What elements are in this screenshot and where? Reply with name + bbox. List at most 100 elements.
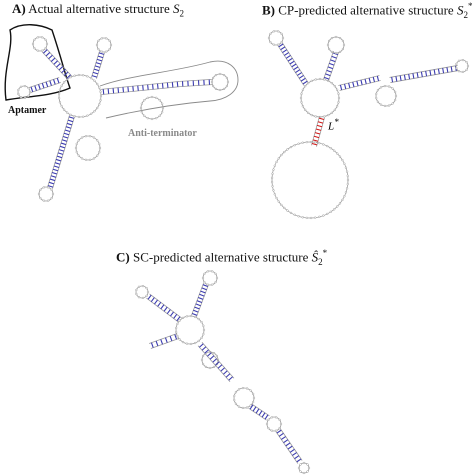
panel-b-multiloop-nt: [303, 108, 307, 111]
panel-a-multiloop-nt: [89, 77, 93, 80]
panel-b-right-bulge-nt: [375, 92, 378, 96]
panel-b-large-loop-nt: [329, 210, 332, 213]
panel-b-multiloop-nt: [323, 115, 326, 118]
panel-b-right-stem-1-base-pair: [352, 81, 355, 88]
panel-b-large-loop-nt: [345, 170, 349, 173]
panel-c-top-hairpin-nt: [215, 276, 219, 280]
panel-a-top-hairpin-nt: [97, 47, 100, 51]
panel-b-multiloop-nt: [337, 92, 340, 95]
panel-c-internal-loop-2-nt: [234, 402, 238, 406]
panel-b-multiloop-nt: [337, 101, 340, 104]
panel-b-title: B) CP-predicted alternative structure S2…: [262, 1, 473, 20]
panel-a-aptamer-stem-1-base-pair: [50, 57, 56, 62]
panel-a-aptamer-stem-1-base-pair: [66, 74, 71, 79]
panel-b-large-loop-nt: [305, 216, 309, 220]
panel-a-top-hairpin-nt: [100, 37, 103, 40]
panel-a-aptamer-stem-1-base-pair: [53, 60, 58, 65]
panel-c-side-stem-base-pair: [150, 342, 154, 348]
panel-c-multiloop-nt: [181, 340, 185, 344]
panel-a-side-loop-nt: [84, 158, 88, 161]
panel-a-lower-stem-strand: [52, 116, 75, 189]
panel-a-anti-terminator-bulge-nt: [155, 96, 158, 99]
panel-a-lower-hairpin-nt: [47, 199, 50, 202]
panel-c-internal-loop-3-nt: [275, 416, 278, 419]
panel-c-internal-loop-2-nt: [241, 386, 245, 390]
panel-b-multiloop-nt: [333, 108, 337, 111]
panel-b-large-loop-nt: [341, 158, 344, 162]
panel-a-top-hairpin-nt: [108, 47, 111, 51]
panel-c-top-hairpin-nt: [214, 280, 217, 284]
panel-b-linker-stem-base-pair: [312, 139, 319, 142]
panel-a-multiloop-nt: [73, 74, 76, 77]
panel-c-internal-loop-1-nt: [200, 358, 204, 362]
panel-b-left-stem-base-pair: [291, 63, 297, 68]
panel-b-right-stem-1-strand: [338, 75, 380, 86]
panel-a-aptamer-hairpin-2-nt: [17, 88, 20, 92]
panel-b-top-stem-base-pair: [328, 62, 335, 66]
panel-c-terminal-hairpin-nt: [297, 466, 301, 470]
panel-b-right-hairpin-nt: [465, 68, 468, 72]
panel-c-title: C) SC-predicted alternative structure Ŝ2…: [116, 248, 328, 267]
panel-b-large-loop-nt: [344, 166, 348, 169]
panel-a-aptamer-stem-1-base-pair: [45, 52, 51, 57]
panel-a-multiloop-nt: [86, 114, 89, 117]
panel-b-large-loop-nt: [326, 144, 329, 148]
panel-b-right-stem-1-base-pair: [343, 83, 347, 90]
panel-a-anti-terminator-stem-base-pair: [142, 85, 144, 91]
panel-b-large-loop-nt: [343, 195, 346, 198]
panel-c-left-hairpin-nt: [141, 296, 145, 300]
panel-b-right-hairpin-nt: [457, 59, 461, 62]
panel-b-multiloop-nt: [330, 111, 333, 115]
panel-b-top-hairpin: [327, 36, 345, 54]
panel-b-linker-stem-base-pair: [313, 135, 320, 139]
panel-b-left-stem-strand: [277, 45, 305, 86]
panel-b-left-hairpin-nt: [272, 30, 275, 33]
panel-a-aptamer-hairpin-1-nt: [41, 49, 44, 52]
panel-a-multiloop-nt: [69, 75, 72, 79]
panel-b-large-loop-nt: [271, 172, 274, 175]
panel-a-lower-hairpin-nt: [37, 192, 41, 196]
panel-a-aptamer-hairpin-1-nt: [33, 46, 36, 50]
panel-a-lower-stem-base-pair: [51, 171, 58, 175]
panel-a-anti-terminator-stem-base-pair: [117, 87, 120, 93]
panel-a-side-loop-nt: [75, 142, 78, 146]
panel-a-top-stem-base-pair: [98, 52, 105, 55]
panel-b-large-loop-nt: [305, 140, 309, 144]
panel-c-multiloop-nt: [200, 320, 203, 324]
panel-a-lower-hairpin-nt: [51, 192, 55, 196]
panel-b-right-stem-2-base-pair: [442, 67, 445, 74]
panel-a-lower-hairpin-nt: [42, 186, 45, 189]
panel-a-lower-stem-base-pair: [55, 158, 62, 162]
panel-b-large-loop-nt: [275, 160, 278, 164]
panel-a-multiloop-nt: [96, 106, 99, 110]
panel-c-internal-loop-1-nt: [201, 362, 205, 366]
panel-b-large-loop-nt: [289, 145, 293, 149]
panel-b-left-hairpin-nt: [272, 43, 275, 46]
panel-a-side-loop-nt: [75, 150, 78, 154]
panel-a-top-stem-base-pair: [92, 71, 99, 75]
panel-b-top-stem-base-pair: [325, 73, 331, 77]
panel-b-left-hairpin-nt: [281, 36, 285, 40]
panel-c-internal-loop-2-nt: [249, 389, 252, 392]
panel-b-large-loop-nt: [283, 206, 286, 210]
panel-a-side-loop-nt: [96, 154, 99, 157]
panel-a-lower-stem-base-pair: [60, 142, 67, 146]
panel-b-large-loop-nt: [314, 141, 317, 144]
panel-a-lower-hairpin-nt: [39, 188, 42, 192]
panel-a-top-hairpin-nt: [109, 43, 113, 47]
panel-c-main-stem-3-base-pair: [294, 455, 300, 460]
panel-b-large-loop-nt: [309, 216, 313, 220]
panel-c-main-stem-1-base-pair: [215, 361, 220, 366]
panel-b-linker-stem-strand: [311, 116, 320, 146]
panel-a-anti-terminator-bulge-nt: [161, 102, 164, 105]
panel-b-multiloop-nt: [300, 101, 303, 104]
panel-c-main-stem-1-base-pair: [207, 352, 212, 357]
panel-a-aptamer-stem-2-base-pair: [38, 84, 41, 90]
panel-a-lower-stem-base-pair: [59, 145, 66, 149]
panel-b-linker-stem-base-pair: [314, 132, 321, 135]
panel-a-top-hairpin-nt: [95, 43, 99, 47]
panel-a-multiloop-nt: [65, 111, 69, 114]
panel-a-lower-stem-base-pair: [68, 116, 75, 119]
panel-c-left-hairpin-nt: [137, 285, 141, 288]
panel-c-main-stem-2-strand: [251, 403, 270, 417]
